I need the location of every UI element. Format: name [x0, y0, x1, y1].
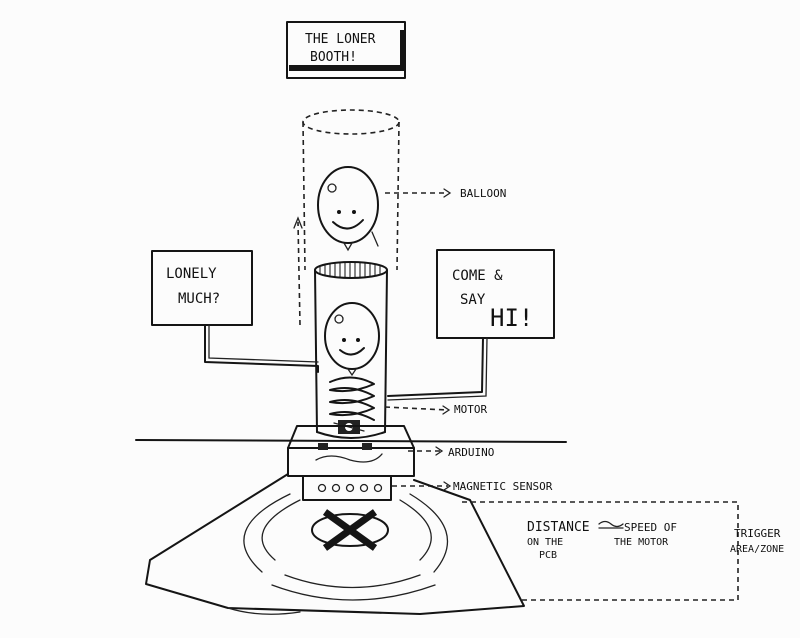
proportional-symbol: [599, 522, 623, 529]
distance-label: DISTANCE: [527, 520, 590, 535]
title-box: THE LONER BOOTH!: [287, 22, 405, 78]
trigger-sub: AREA/ZONE: [730, 544, 784, 555]
right-sign-line1: COME &: [452, 268, 503, 284]
magnetic-sensor-bar: [303, 476, 391, 500]
upper-balloon: [318, 167, 378, 250]
up-arrow: [294, 218, 302, 325]
title-line1: THE LONER: [305, 32, 376, 47]
inner-balloon: [325, 303, 379, 375]
distance-speed-note: DISTANCE ON THE PCB SPEED OF THE MOTOR: [527, 520, 677, 561]
arduino-label: ARDUINO: [448, 446, 494, 459]
right-sign-line2: SAY: [460, 292, 486, 308]
floor-mat: [146, 474, 524, 614]
ground-line: [136, 440, 566, 442]
motor-label: MOTOR: [454, 403, 487, 416]
balloon-label: BALLOON: [460, 187, 506, 200]
sensor-callout: MAGNETIC SENSOR: [392, 480, 553, 493]
spring: [330, 377, 374, 420]
distance-sub2: PCB: [539, 550, 557, 561]
magnetic-sensor-label: MAGNETIC SENSOR: [453, 480, 553, 493]
title-line2: BOOTH!: [310, 50, 357, 65]
balloon-callout: BALLOON: [385, 187, 506, 200]
left-sign: LONELY MUCH?: [152, 251, 318, 372]
left-sign-line1: LONELY: [166, 266, 217, 282]
motor-callout: MOTOR: [385, 403, 487, 416]
speed-label: SPEED OF: [624, 521, 677, 534]
distance-sub1: ON THE: [527, 537, 563, 548]
right-sign-line3: HI!: [490, 304, 533, 332]
trigger-label: TRIGGER: [734, 527, 781, 540]
speed-sub: THE MOTOR: [614, 537, 669, 548]
right-sign: COME & SAY HI!: [388, 250, 554, 400]
left-sign-line2: MUCH?: [178, 291, 220, 307]
trigger-zone-bracket: TRIGGER AREA/ZONE: [462, 502, 784, 600]
arduino-callout: ARDUINO: [408, 446, 494, 459]
